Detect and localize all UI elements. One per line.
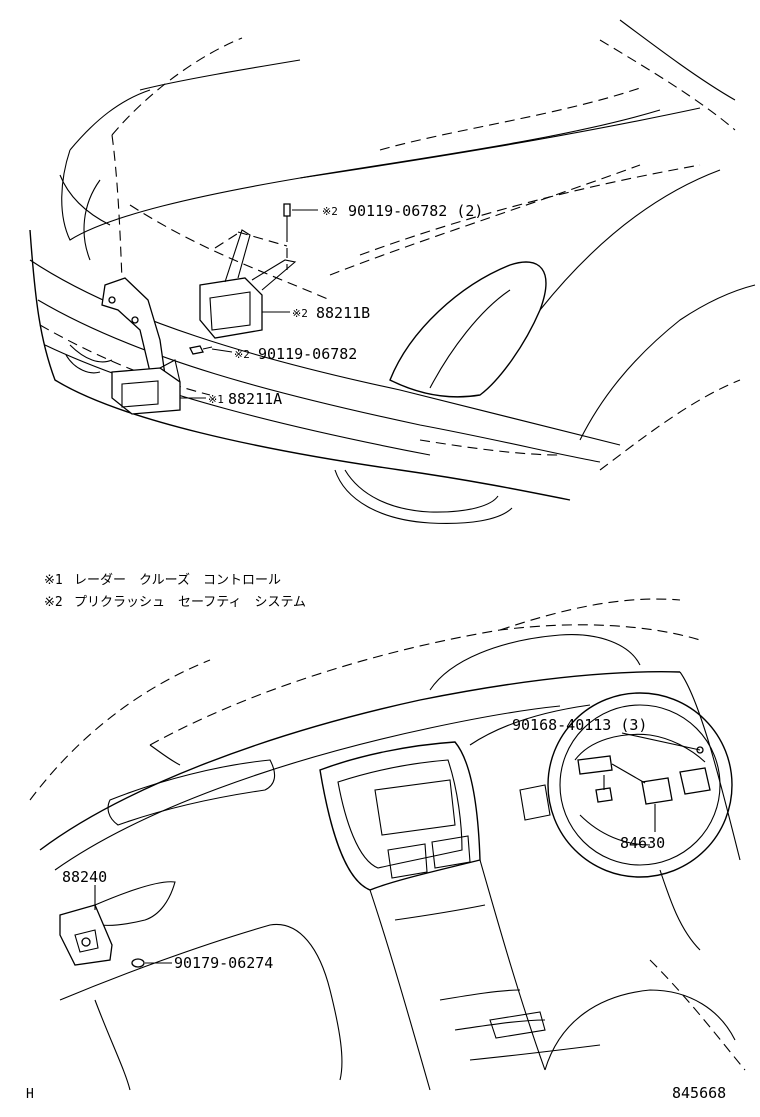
- dashboard-illustration: [29, 598, 746, 1091]
- callout-front-1-part: 90119-06782 (2): [348, 202, 483, 220]
- callout-front-3-part: 90119-06782: [258, 345, 357, 363]
- callout-front-4-part: 88211A: [228, 390, 282, 408]
- note-1-text: レーダー クルーズ コントロール: [74, 572, 281, 588]
- callout-interior-3-part: 88240: [62, 868, 107, 886]
- car-front-illustration: [29, 19, 756, 524]
- interior-leaders: [94, 732, 701, 964]
- callout-front-2-marker: ※2: [292, 307, 308, 320]
- front-leaders: [180, 209, 318, 399]
- footer-diagram-number: 845668: [672, 1084, 726, 1102]
- note-2-text: プリクラッシュ セーフティ システム: [74, 595, 306, 610]
- sensor-88240-assembly: [59, 904, 145, 968]
- callout-front-2-part: 88211B: [316, 304, 370, 322]
- callout-interior-2-part: 84630: [620, 834, 665, 852]
- radar-sensor-assembly: [101, 203, 297, 415]
- steering-wheel: [547, 692, 733, 878]
- callout-front-1-marker: ※2: [322, 205, 338, 218]
- callout-interior-1-part: 90168-40113 (3): [512, 716, 647, 734]
- callout-front-3-marker: ※2: [234, 348, 250, 361]
- note-2-marker: ※2: [44, 595, 63, 610]
- callout-interior-4-part: 90179-06274: [174, 954, 273, 972]
- footer-left-code: H: [26, 1087, 34, 1102]
- note-1-marker: ※1: [44, 573, 63, 588]
- callout-front-4-marker: ※1: [208, 393, 224, 406]
